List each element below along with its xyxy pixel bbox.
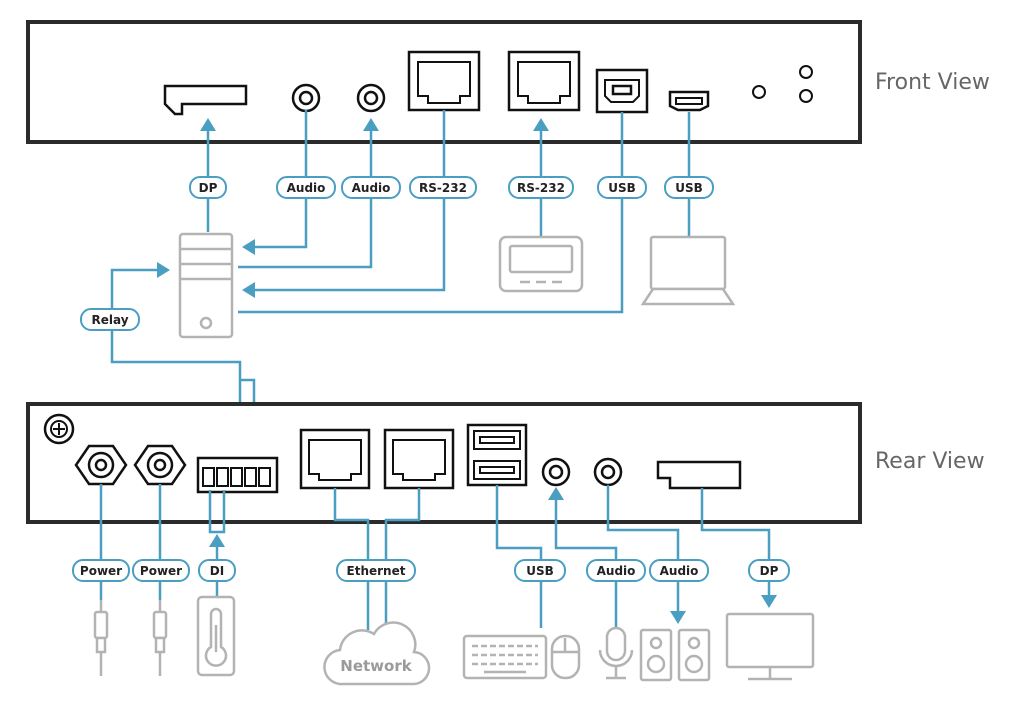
tag-front-audio-1: Audio [276, 176, 336, 199]
tag-rear-usb: USB [514, 559, 566, 582]
tag-front-usb-1-label: USB [608, 181, 636, 195]
tag-rear-ethernet-label: Ethernet [347, 564, 406, 578]
tag-front-rs232-2: RS-232 [508, 176, 574, 199]
tag-front-rs232-2-label: RS-232 [517, 181, 565, 195]
network-cloud-icon: Network [323, 621, 431, 686]
tag-rear-audio-1: Audio [586, 559, 646, 582]
tag-rear-power-1-label: Power [80, 564, 122, 578]
front-usb-b-port [595, 68, 649, 114]
front-dp-port [163, 84, 248, 116]
tag-rear-dp-label: DP [760, 564, 779, 578]
tag-relay: Relay [80, 308, 140, 331]
mouse-icon [550, 634, 581, 680]
tag-rear-dp: DP [748, 559, 790, 582]
speaker-icon [639, 628, 711, 682]
laptop-icon [640, 235, 736, 306]
tag-rear-di-label: DI [210, 564, 224, 578]
tag-front-usb-2-label: USB [675, 181, 703, 195]
tag-rear-audio-1-label: Audio [597, 564, 636, 578]
tag-rear-power-2-label: Power [140, 564, 182, 578]
rear-audio-jack-2 [593, 457, 623, 487]
tag-front-dp: DP [189, 176, 227, 199]
tag-rear-di: DI [198, 559, 236, 582]
tag-front-dp-label: DP [199, 181, 218, 195]
serial-terminal-icon [498, 235, 584, 293]
thermometer-icon [196, 595, 236, 677]
computer-tower-icon [178, 232, 234, 339]
tag-rear-usb-label: USB [526, 564, 554, 578]
rear-terminal-block [196, 456, 279, 494]
tag-front-usb-2: USB [664, 176, 714, 199]
front-micro-usb-port [668, 90, 710, 112]
tag-rear-power-2: Power [132, 559, 190, 582]
power-plug-icon-2 [152, 600, 168, 676]
tag-relay-label: Relay [91, 313, 128, 327]
tag-front-rs232-1-label: RS-232 [419, 181, 467, 195]
tag-front-usb-1: USB [597, 176, 647, 199]
front-view-label: Front View [875, 70, 990, 95]
monitor-icon [725, 612, 815, 681]
tag-front-audio-2-label: Audio [352, 181, 391, 195]
rear-ethernet-port-2 [383, 428, 455, 490]
tag-front-audio-2: Audio [341, 176, 401, 199]
ground-screw-icon [43, 413, 75, 445]
front-rs232-port-2 [507, 50, 581, 112]
rear-power-jack-2 [133, 444, 187, 486]
rear-ethernet-port-1 [299, 428, 371, 490]
power-plug-icon [93, 600, 109, 676]
rear-view-label: Rear View [875, 449, 985, 474]
rear-wires [99, 484, 777, 630]
network-cloud-label: Network [340, 657, 412, 675]
rear-dp-port [656, 460, 742, 490]
front-audio-jack-2 [356, 83, 386, 113]
front-status-leds [799, 65, 813, 103]
tag-rear-audio-2-label: Audio [660, 564, 699, 578]
front-led-indicator [752, 85, 766, 99]
tag-rear-audio-2: Audio [649, 559, 709, 582]
rear-power-jack-1 [74, 444, 128, 486]
tag-front-rs232-1: RS-232 [409, 176, 477, 199]
front-audio-jack-1 [291, 83, 321, 113]
rear-usb-a-ports [466, 423, 528, 487]
tag-rear-ethernet: Ethernet [336, 559, 416, 582]
front-rs232-port-1 [407, 50, 481, 112]
tag-rear-power-1: Power [72, 559, 130, 582]
rear-audio-jack-1 [541, 457, 571, 487]
microphone-icon [598, 626, 634, 680]
keyboard-icon [462, 634, 548, 680]
tag-front-audio-1-label: Audio [287, 181, 326, 195]
